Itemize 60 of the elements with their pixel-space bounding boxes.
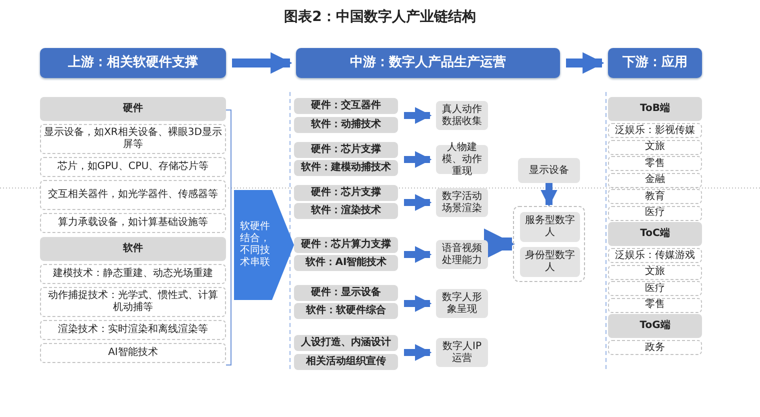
item-box: 交互相关器件，如光学器件、传感器等 xyxy=(40,180,226,210)
item-box: 医疗 xyxy=(608,281,702,296)
process-box: 身份型数字人 xyxy=(520,247,580,277)
item-box: 显示设备，如XR相关设备、裸眼3D显示屏等 xyxy=(40,124,226,154)
diagram-title: 图表2：中国数字人产业链结构 xyxy=(283,8,477,26)
process-box: 数字人形象呈现 xyxy=(436,289,488,318)
arrow xyxy=(566,52,604,74)
item-box: 零售 xyxy=(608,298,702,312)
item-box: 教育 xyxy=(608,189,702,204)
arrow xyxy=(404,246,432,263)
item-box: 算力承载设备，如计算基础设施等 xyxy=(40,213,226,233)
category-box: 硬件：芯片支撑 xyxy=(294,142,398,158)
category-box: 软件：建模动捕技术 xyxy=(294,160,398,176)
arrow xyxy=(484,228,516,260)
item-box: 医疗 xyxy=(608,206,702,220)
callout-arrow: 软硬件结合，不同技术串联 xyxy=(234,190,294,300)
category-box: ToC端 xyxy=(608,222,702,246)
category-box: 硬件：芯片算力支撑 xyxy=(294,237,398,253)
category-box: 软件 xyxy=(40,237,226,261)
item-box: 泛娱乐：传媒游戏 xyxy=(608,248,702,263)
category-box: 硬件：显示设备 xyxy=(294,285,398,301)
category-box: 硬件：交互器件 xyxy=(294,98,398,114)
category-box: 相关活动组织宣传 xyxy=(294,354,398,370)
process-box: 数字活动场景渲染 xyxy=(436,188,488,217)
item-box: 政务 xyxy=(608,340,702,355)
stage-header: 下游：应用 xyxy=(608,48,702,78)
process-box: 语音视频处理能力 xyxy=(436,240,488,269)
category-box: ToG端 xyxy=(608,314,702,338)
arrow xyxy=(404,295,432,312)
category-box: 硬件 xyxy=(40,97,226,121)
stage-header: 中游：数字人产品生产运营 xyxy=(296,48,560,78)
category-box: 硬件：芯片支撑 xyxy=(294,185,398,201)
category-box: 软件：软硬件综合 xyxy=(294,303,398,319)
process-box: 数字人IP运营 xyxy=(436,338,488,367)
item-box: 泛娱乐：影视传媒 xyxy=(608,123,702,138)
item-box: 渲染技术：实时渲染和离线渲染等 xyxy=(40,320,226,340)
category-box: 软件：AI智能技术 xyxy=(294,255,398,271)
item-box: 文旅 xyxy=(608,264,702,280)
arrow xyxy=(404,194,432,211)
arrow xyxy=(540,183,558,207)
process-box: 服务型数字人 xyxy=(520,212,580,242)
process-box: 真人动作数据收集 xyxy=(436,101,488,130)
item-box: 零售 xyxy=(608,156,702,171)
arrow xyxy=(404,151,432,168)
item-box: 建模技术：静态重建、动态光场重建 xyxy=(40,264,226,284)
item-box: AI智能技术 xyxy=(40,343,226,363)
category-box: 软件：渲染技术 xyxy=(294,203,398,219)
item-box: 动作捕捉技术：光学式、惯性式、计算机动捕等 xyxy=(40,287,226,317)
category-box: 软件：动捕技术 xyxy=(294,117,398,133)
arrow xyxy=(404,107,432,124)
item-box: 文旅 xyxy=(608,140,702,154)
category-box: 人设打造、内涵设计 xyxy=(294,335,398,351)
process-box: 显示设备 xyxy=(518,158,580,183)
item-box: 芯片，如GPU、CPU、存储芯片等 xyxy=(40,157,226,177)
group-box xyxy=(513,206,585,282)
category-box: ToB端 xyxy=(608,97,702,121)
arrow xyxy=(404,344,432,361)
stage-header: 上游：相关软硬件支撑 xyxy=(40,48,226,78)
item-box: 金融 xyxy=(608,172,702,188)
arrow xyxy=(232,52,292,74)
